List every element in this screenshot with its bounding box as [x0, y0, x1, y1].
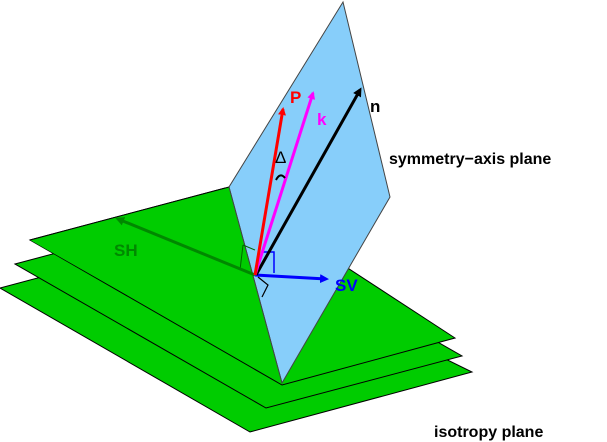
sh-vector [115, 217, 256, 277]
right-angle-mark-sh [239, 244, 256, 271]
label-k: k [317, 110, 327, 129]
label-n: n [370, 97, 380, 116]
plane-edge [29, 186, 230, 241]
delta-arc [275, 174, 286, 181]
p-vector [253, 107, 286, 276]
label-sv: SV [335, 276, 358, 295]
plane-intersection [228, 186, 283, 384]
isotropy-plane-front-part [30, 187, 282, 383]
label-symmetry-axis-plane: symmetry−axis plane [389, 151, 551, 168]
label-p: P [290, 88, 301, 107]
label-sh: SH [114, 241, 138, 260]
k-vector [253, 91, 315, 276]
label-isotropy-plane: isotropy plane [434, 424, 543, 441]
n-vector [254, 87, 362, 276]
right-angle-mark-sv [262, 251, 275, 273]
angle-mark-bottom [257, 276, 269, 298]
sv-vector [254, 273, 329, 284]
label-delta: Δ [275, 148, 286, 167]
